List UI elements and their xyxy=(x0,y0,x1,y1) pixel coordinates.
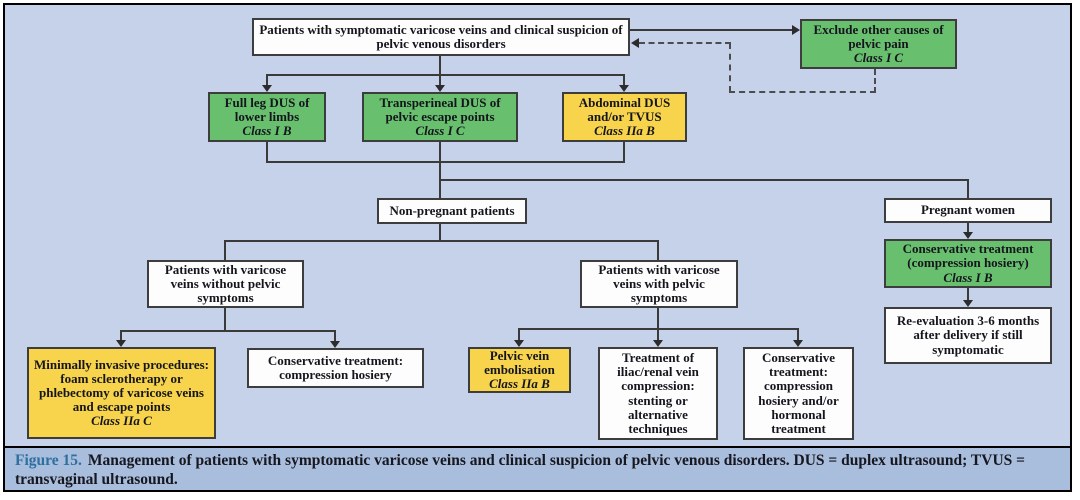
arrowhead-cons-hosiery-icon xyxy=(330,341,340,348)
node-conservative-pregnant-text: Conservative treatment (compression hosi… xyxy=(902,241,1034,271)
edge-without-splitter xyxy=(120,330,336,332)
node-exclude-text: Exclude other causes of pelvic pain xyxy=(813,21,944,51)
node-abdominal-dus: Abdominal DUS and/or TVUS Class IIa B xyxy=(562,92,687,142)
node-full-leg-dus: Full leg DUS of lower limbs Class I B xyxy=(208,92,326,142)
arrowhead-cons-pregnant-icon xyxy=(963,232,973,239)
edge-without-down xyxy=(224,308,226,330)
node-without-pelvic-text: Patients with varicose veins without pel… xyxy=(164,261,287,306)
edge-start-down xyxy=(439,56,441,74)
edge-to-with-pelvic xyxy=(657,240,659,260)
figure-caption-label: Figure 15. xyxy=(15,452,82,469)
arrowhead-exclude-icon xyxy=(792,25,800,35)
edge-to-cons-hormonal xyxy=(797,328,799,340)
edge-row2-splitter xyxy=(266,74,625,76)
arrowhead-full-leg-icon xyxy=(262,85,272,92)
edge-to-embolisation xyxy=(518,328,520,340)
node-embolisation-class: Class IIa B xyxy=(489,376,550,392)
node-with-pelvic-symptoms: Patients with varicose veins with pelvic… xyxy=(580,260,738,308)
node-re-evaluation: Re-evaluation 3-6 months after delivery … xyxy=(884,307,1052,364)
edge-to-transperineal xyxy=(439,74,441,86)
edge-to-pregnant xyxy=(967,179,969,198)
edge-pregnancy-splitter xyxy=(439,179,969,181)
node-conservative-hosiery: Conservative treatment: compression hosi… xyxy=(247,348,424,388)
edge-start-to-exclude xyxy=(630,29,793,31)
edge-to-non-pregnant xyxy=(439,179,441,198)
node-conservative-hormonal-text: Conservative treatment: compression hosi… xyxy=(758,350,839,436)
node-minimally-invasive-class: Class IIa C xyxy=(91,413,152,429)
edge-to-abdominal xyxy=(623,74,625,86)
node-exclude-other-causes: Exclude other causes of pelvic pain Clas… xyxy=(800,19,957,69)
node-non-pregnant: Non-pregnant patients xyxy=(377,198,527,224)
node-pregnant-text: Pregnant women xyxy=(920,202,1015,218)
edge-pregnant-down xyxy=(967,223,969,232)
node-start: Patients with symptomatic varicose veins… xyxy=(252,18,630,56)
edge-to-minimally xyxy=(120,330,122,341)
edge-row2-merge xyxy=(266,161,625,163)
node-pregnant: Pregnant women xyxy=(884,198,1052,223)
node-conservative-hosiery-text: Conservative treatment: compression hosi… xyxy=(267,352,404,382)
node-transperineal-dus: Transperineal DUS of pelvic escape point… xyxy=(362,92,518,142)
node-transperineal-dus-class: Class I C xyxy=(415,123,465,139)
node-abdominal-dus-text: Abdominal DUS and/or TVUS xyxy=(578,94,671,124)
edge-full-leg-stub xyxy=(266,142,268,161)
edge-with-down xyxy=(657,308,659,328)
edge-to-cons-hosiery xyxy=(334,330,336,342)
edge-dashed-exclude-down xyxy=(874,69,876,93)
figure-caption-text: Management of patients with symptomatic … xyxy=(15,452,1025,489)
node-non-pregnant-text: Non-pregnant patients xyxy=(389,202,515,218)
edge-abdominal-stub xyxy=(623,142,625,161)
arrowhead-minimally-icon xyxy=(116,340,126,347)
node-conservative-pregnant: Conservative treatment (compression hosi… xyxy=(884,239,1052,288)
arrowhead-iliac-icon xyxy=(653,340,663,347)
node-minimally-invasive-text: Minimally invasive procedures: foam scle… xyxy=(33,356,210,415)
edge-non-pregnant-down xyxy=(439,224,441,240)
edge-to-iliac xyxy=(657,328,659,340)
edge-dashed-up xyxy=(729,43,731,92)
node-transperineal-dus-text: Transperineal DUS of pelvic escape point… xyxy=(379,94,501,124)
node-minimally-invasive: Minimally invasive procedures: foam scle… xyxy=(27,347,216,439)
arrowhead-re-evaluation-icon xyxy=(963,300,973,307)
node-full-leg-dus-class: Class I B xyxy=(242,123,292,139)
arrowhead-abdominal-icon xyxy=(619,85,629,92)
edge-to-full-leg xyxy=(266,74,268,86)
node-abdominal-dus-class: Class IIa B xyxy=(594,123,655,139)
node-without-pelvic-symptoms: Patients with varicose veins without pel… xyxy=(147,260,304,308)
edge-branch-splitter xyxy=(224,240,659,242)
arrowhead-return-icon xyxy=(631,38,639,48)
figure-caption: Figure 15.Management of patients with sy… xyxy=(3,446,1072,492)
node-full-leg-dus-text: Full leg DUS of lower limbs xyxy=(224,94,310,124)
node-iliac-renal-compression: Treatment of iliac/renal vein compressio… xyxy=(598,347,718,440)
arrowhead-transperineal-icon xyxy=(435,85,445,92)
node-re-evaluation-text: Re-evaluation 3-6 months after delivery … xyxy=(896,313,1040,357)
arrowhead-embolisation-icon xyxy=(514,340,524,347)
node-iliac-renal-text: Treatment of iliac/renal vein compressio… xyxy=(617,350,699,436)
edge-to-without-pelvic xyxy=(224,240,226,260)
node-with-pelvic-text: Patients with varicose veins with pelvic… xyxy=(598,261,720,306)
node-embolisation-text: Pelvic vein embolisation xyxy=(484,347,555,377)
edge-transperineal-stub xyxy=(439,142,441,161)
arrowhead-cons-hormonal-icon xyxy=(793,340,803,347)
edge-merge-down xyxy=(439,161,441,179)
node-exclude-class: Class I C xyxy=(853,50,904,66)
edge-cons-pregnant-down xyxy=(967,288,969,300)
edge-dashed-bottom xyxy=(729,91,876,93)
edge-dashed-return xyxy=(639,42,731,44)
node-conservative-hormonal: Conservative treatment: compression hosi… xyxy=(743,347,854,440)
node-conservative-pregnant-class: Class I B xyxy=(943,269,993,285)
node-start-text: Patients with symptomatic varicose veins… xyxy=(259,21,623,51)
node-pelvic-vein-embolisation: Pelvic vein embolisation Class IIa B xyxy=(468,347,571,393)
